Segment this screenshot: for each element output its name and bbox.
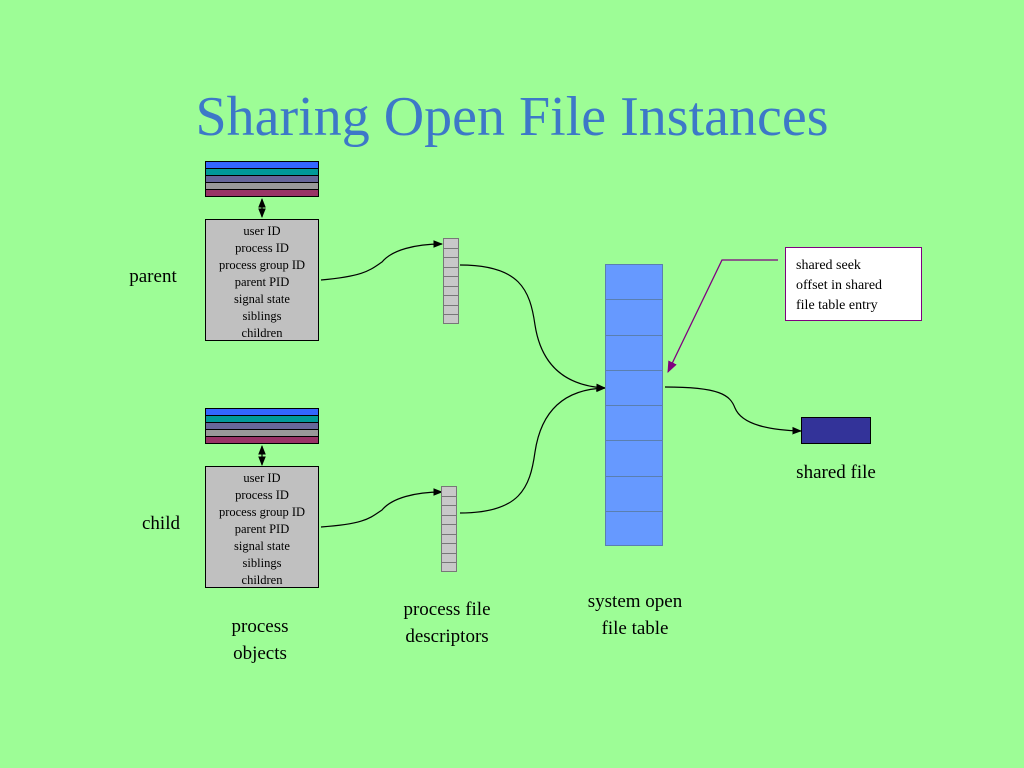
process-objects-line-1: process	[231, 616, 289, 637]
child-fd-to-table-arrow	[459, 384, 606, 514]
child-process-object: user ID process ID process group ID pare…	[205, 466, 319, 588]
child-file-descriptors	[441, 486, 457, 572]
shared-seek-callout: shared seek offset in shared file table …	[785, 247, 922, 321]
field-process-group-id: process group ID	[218, 505, 306, 519]
callout-pointer	[667, 259, 778, 374]
field-signal-state: signal state	[234, 292, 290, 306]
field-children: children	[241, 573, 283, 587]
callout-line-3: file table entry	[796, 298, 878, 313]
field-process-id: process ID	[235, 241, 289, 255]
field-siblings: siblings	[242, 556, 282, 570]
process-objects-label: process objects	[200, 613, 320, 667]
slide-title: Sharing Open File Instances	[195, 86, 829, 148]
child-to-fd-arrow	[320, 488, 443, 528]
process-file-descriptors-label: process file descriptors	[382, 596, 512, 650]
system-open-file-table	[605, 264, 663, 546]
table-label-line-2: file table	[601, 618, 669, 639]
parent-file-descriptors	[443, 238, 459, 324]
table-to-file-arrow	[664, 386, 802, 435]
fd-label-line-2: descriptors	[405, 626, 489, 647]
field-parent-pid: parent PID	[234, 522, 290, 536]
field-user-id: user ID	[243, 224, 281, 238]
callout-line-1: shared seek	[796, 258, 861, 273]
field-process-id: process ID	[235, 488, 289, 502]
parent-label: parent	[129, 266, 177, 287]
system-open-file-table-label: system open file table	[568, 588, 702, 642]
parent-to-fd-arrow	[320, 240, 443, 281]
table-label-line-1: system open	[587, 591, 683, 612]
field-process-group-id: process group ID	[218, 258, 306, 272]
field-signal-state: signal state	[234, 539, 290, 553]
child-process-stack	[205, 408, 319, 444]
shared-file-label: shared file	[796, 462, 876, 483]
parent-fd-to-table-arrow	[459, 264, 606, 392]
shared-file-block	[801, 417, 871, 444]
process-objects-line-2: objects	[233, 643, 287, 664]
field-user-id: user ID	[243, 471, 281, 485]
fd-label-line-1: process file	[403, 599, 491, 620]
parent-process-stack	[205, 161, 319, 197]
field-children: children	[241, 326, 283, 340]
field-parent-pid: parent PID	[234, 275, 290, 289]
child-label: child	[142, 513, 180, 534]
field-siblings: siblings	[242, 309, 282, 323]
callout-line-2: offset in shared	[796, 278, 883, 293]
parent-process-object: user ID process ID process group ID pare…	[205, 219, 319, 341]
